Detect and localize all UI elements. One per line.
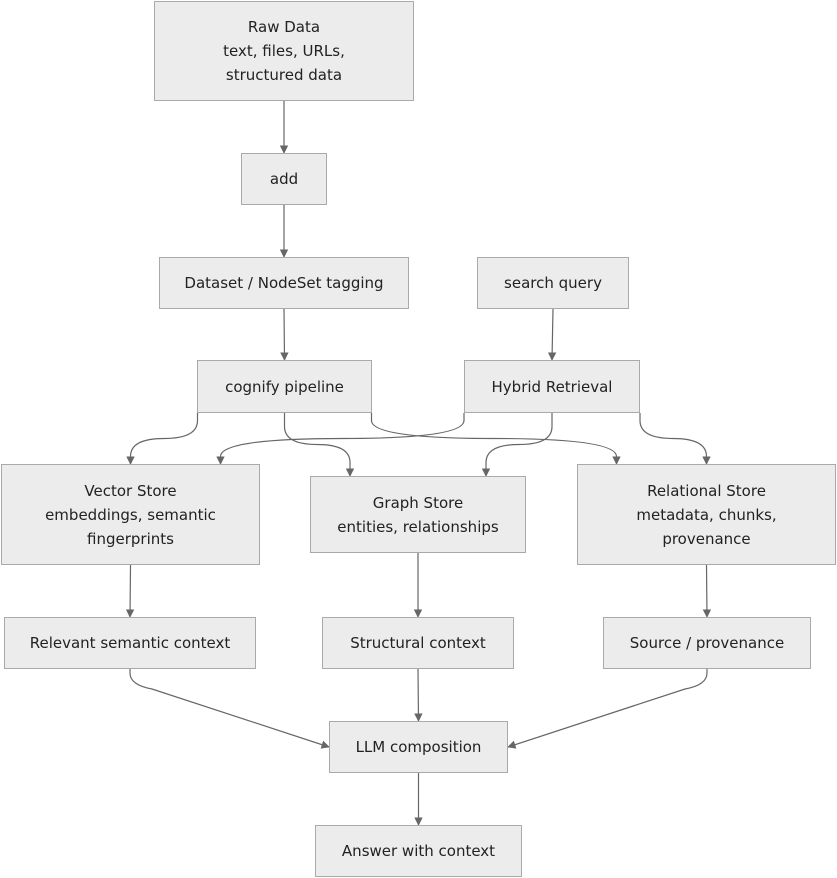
edge-hybrid-retrieval-to-vector-store [216, 413, 465, 465]
node-raw-data-title: Raw Data [247, 18, 321, 36]
node-answer-title: Answer with context [341, 842, 496, 860]
edge-cognify-pipeline-to-relational-store [370, 413, 621, 465]
node-dataset-tagging-title: Dataset / NodeSet tagging [184, 274, 384, 292]
node-hybrid-retrieval: Hybrid Retrieval [464, 360, 640, 413]
node-cognify-pipeline: cognify pipeline [197, 360, 372, 413]
node-graph-store-line-1: entities, relationships [337, 517, 499, 536]
node-semantic-context-title: Relevant semantic context [29, 634, 231, 652]
node-relational-store-line-2: provenance [662, 529, 751, 548]
node-llm-composition-title: LLM composition [355, 738, 482, 756]
edge-vector-store-to-semantic-context [125, 564, 135, 618]
edge-hybrid-retrieval-to-graph-store [481, 413, 553, 477]
node-raw-data-line-1: text, files, URLs, [223, 42, 345, 60]
node-provenance-context-title: Source / provenance [629, 634, 785, 652]
edge-hybrid-retrieval-to-relational-store [639, 413, 711, 465]
node-vector-store: Vector Store embeddings, semantic finger… [1, 464, 260, 565]
edge-semantic-context-to-llm-composition [129, 669, 330, 749]
node-structural-context-title: Structural context [350, 634, 486, 652]
node-add: add [241, 153, 327, 205]
edge-search-query-to-hybrid-retrieval [547, 308, 557, 361]
node-search-query: search query [477, 257, 629, 309]
node-add-title: add [269, 170, 299, 188]
node-provenance-context: Source / provenance [603, 617, 811, 669]
edge-cognify-pipeline-to-vector-store [126, 413, 199, 465]
node-raw-data: Raw Data text, files, URLs, structured d… [154, 1, 414, 101]
node-graph-store-title: Graph Store [372, 493, 464, 512]
node-raw-data-line-2: structured data [225, 66, 343, 84]
node-cognify-pipeline-title: cognify pipeline [225, 377, 344, 396]
edge-dataset-tagging-to-cognify-pipeline [280, 308, 289, 361]
node-vector-store-line-2: fingerprints [87, 529, 174, 548]
node-hybrid-retrieval-title: Hybrid Retrieval [491, 377, 613, 396]
node-llm-composition: LLM composition [329, 721, 508, 773]
edge-cognify-pipeline-to-graph-store [283, 413, 355, 477]
edge-structural-context-to-llm-composition [414, 668, 423, 722]
node-vector-store-title: Vector Store [84, 481, 177, 500]
node-semantic-context: Relevant semantic context [4, 617, 256, 669]
node-structural-context: Structural context [322, 617, 514, 669]
node-graph-store: Graph Store entities, relationships [310, 476, 526, 553]
node-dataset-tagging: Dataset / NodeSet tagging [159, 257, 409, 309]
node-search-query-title: search query [504, 274, 602, 292]
node-vector-store-line-1: embeddings, semantic [45, 505, 216, 524]
edge-provenance-context-to-llm-composition [507, 669, 708, 749]
node-answer: Answer with context [315, 825, 522, 877]
node-relational-store-line-1: metadata, chunks, [636, 505, 777, 524]
node-relational-store: Relational Store metadata, chunks, prove… [577, 464, 836, 565]
edge-relational-store-to-provenance-context [702, 564, 712, 618]
node-relational-store-title: Relational Store [647, 481, 766, 500]
